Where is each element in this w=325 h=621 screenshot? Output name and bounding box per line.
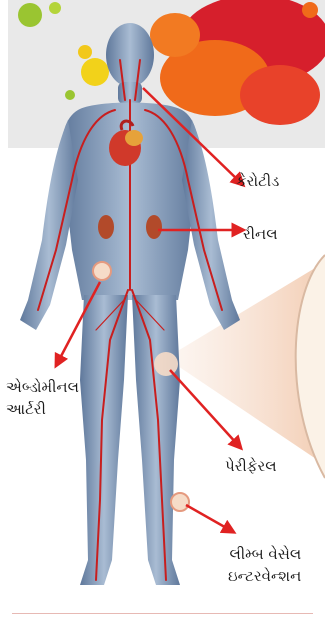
- label-abdominal-line2: આર્ટરી: [6, 398, 79, 420]
- label-abdominal-line1: એબ્ડોમીનલ: [6, 376, 79, 398]
- limb-arrow: [186, 505, 230, 530]
- limb-site-marker: [171, 493, 189, 511]
- abdominal-site-marker: [93, 262, 111, 280]
- label-peripheral: પેરીફેરલ: [225, 455, 277, 477]
- label-limb-vessel-intervention: લીમ્બ વેસેલ ઇન્ટરવેન્શન: [228, 543, 301, 587]
- label-limb-line1: લીમ્બ વેસેલ: [228, 543, 301, 565]
- label-abdominal-artery: એબ્ડોમીનલ આર્ટરી: [6, 376, 79, 420]
- bottom-divider: [12, 613, 313, 614]
- peripheral-site-marker: [154, 352, 178, 376]
- zoom-callout: [166, 255, 325, 478]
- label-limb-line2: ઇન્ટરવેન્શન: [228, 565, 301, 587]
- label-renal: રીનલ: [243, 223, 278, 245]
- label-carotid: કેરોટીડ: [236, 170, 279, 192]
